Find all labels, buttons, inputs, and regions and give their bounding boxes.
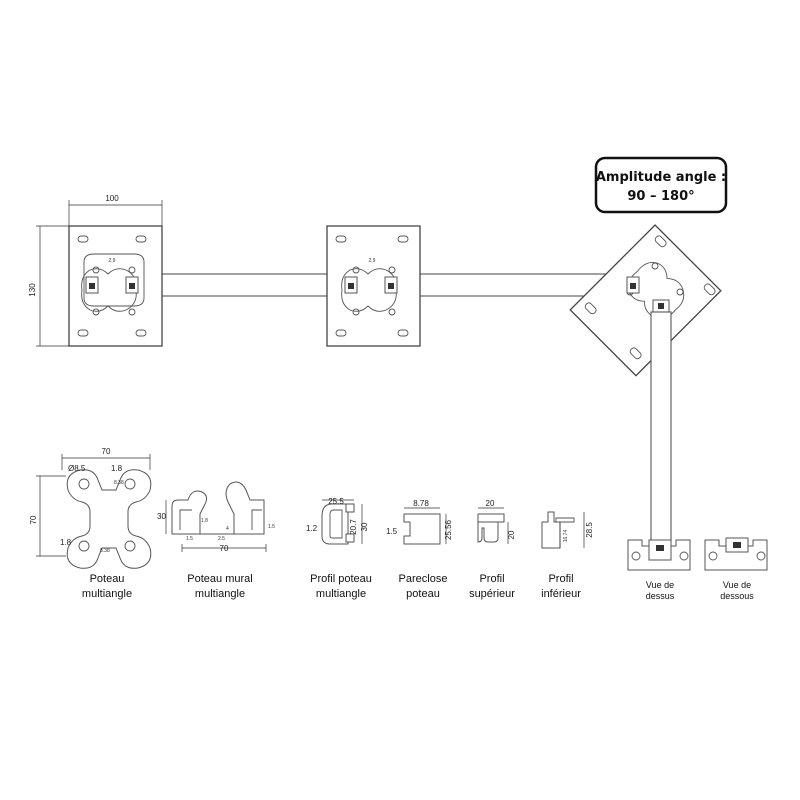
dim-height: 70 xyxy=(29,515,38,524)
post-section-middle: 2,9 xyxy=(341,258,398,316)
dimension-width-label: 100 xyxy=(105,194,119,203)
callout-line2: 90 – 180° xyxy=(627,189,694,204)
profile-poteau-multiangle: 70 70 Ø8.5 1.8 1.8 8.38 8.38 Poteau mult… xyxy=(29,447,152,600)
dim-height: 30 xyxy=(360,522,369,531)
dim-wall-top: 1.8 xyxy=(111,464,123,473)
base-plate-rotated xyxy=(569,224,722,377)
callout-line1: Amplitude angle : xyxy=(596,170,726,185)
caption-line2: inférieur xyxy=(541,588,581,600)
dim-lip: 1.5 xyxy=(268,524,275,530)
dim-inner-a: 1.8 xyxy=(201,518,208,524)
dim-height: 20 xyxy=(507,530,516,539)
caption-line1: Pareclose xyxy=(399,573,448,585)
caption-line1: Poteau xyxy=(90,573,125,585)
profile-inferieur: 16.74 28.5 Profil inférieur xyxy=(541,511,594,600)
caption-line1: Profil poteau xyxy=(310,573,372,585)
profile-superieur: 20 20 Profil supérieur xyxy=(469,499,516,600)
caption-line2: multiangle xyxy=(82,588,132,600)
bottom-view-profile: Vue de dessous xyxy=(704,537,768,601)
dim-inner: 16.74 xyxy=(563,530,569,543)
dim-width: 25.5 xyxy=(328,497,344,506)
dim-hole: Ø8.5 xyxy=(68,464,86,473)
dim-width: 20 xyxy=(486,499,495,508)
post-section-rotated xyxy=(626,262,685,322)
profile-poteau-mural: 70 30 1.8 4 2.5 1.5 1.5 Poteau mural mul… xyxy=(157,481,275,600)
profile-profil-poteau: 25.5 30 20.7 1.2 Profil poteau multiangl… xyxy=(306,497,372,600)
caption-line2: supérieur xyxy=(469,588,515,600)
view-caption-line1: Vue de xyxy=(646,580,674,590)
dim-width: 8.78 xyxy=(413,499,429,508)
plate-mark: 2,9 xyxy=(369,258,376,264)
dim-width: 70 xyxy=(220,544,229,553)
caption-line1: Profil xyxy=(479,573,504,585)
caption-line2: multiangle xyxy=(316,588,366,600)
vertical-bar xyxy=(650,311,672,543)
dim-inner-b: 4 xyxy=(226,526,229,532)
base-plate-middle: 2,9 xyxy=(326,225,421,347)
caption-line2: poteau xyxy=(406,588,440,600)
dim-inner-c: 2.5 xyxy=(218,536,225,542)
dim-wall: 1.5 xyxy=(386,527,398,536)
post-section-left: 2,9 xyxy=(81,253,145,316)
angle-callout: Amplitude angle : 90 – 180° xyxy=(594,156,728,214)
dim-small-a: 8.38 xyxy=(114,480,124,486)
caption-line1: Profil xyxy=(548,573,573,585)
dimension-height-label: 130 xyxy=(28,283,37,297)
top-view-profile: Vue de dessus xyxy=(627,539,691,601)
profile-pareclose: 8.78 25.56 1.5 Pareclose poteau xyxy=(386,499,453,600)
view-caption-line2: dessous xyxy=(720,591,754,601)
dim-height: 28.5 xyxy=(585,522,594,538)
dim-inner: 20.7 xyxy=(349,519,358,535)
plate-mark: 2,9 xyxy=(109,258,116,264)
dim-wall: 1.2 xyxy=(306,524,318,533)
view-caption-line1: Vue de xyxy=(723,580,751,590)
dim-width: 70 xyxy=(102,447,111,456)
dim-wall-bottom: 1.8 xyxy=(60,538,72,547)
base-plate-left: 2,9 100 130 xyxy=(28,194,163,347)
dim-height: 30 xyxy=(157,512,166,521)
dimension-height: 130 xyxy=(28,225,69,347)
caption-line2: multiangle xyxy=(195,588,245,600)
dim-edge: 1.5 xyxy=(186,536,193,542)
dimension-width: 100 xyxy=(68,194,163,226)
dim-height: 25.56 xyxy=(444,519,453,540)
view-caption-line2: dessus xyxy=(646,591,675,601)
caption-line1: Poteau mural xyxy=(187,573,252,585)
dim-small-b: 8.38 xyxy=(100,548,110,554)
